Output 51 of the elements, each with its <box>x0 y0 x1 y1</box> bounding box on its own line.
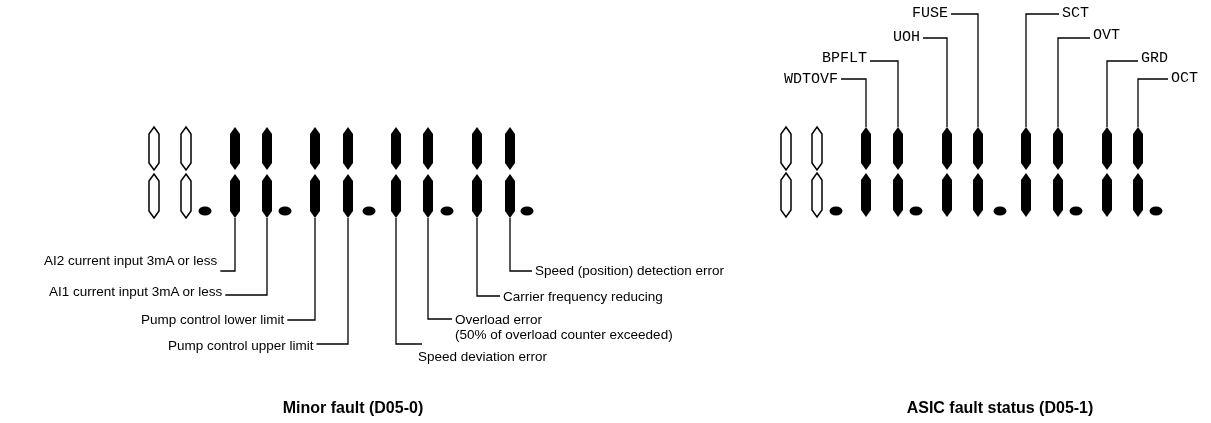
fault-label: GRD <box>1141 51 1168 67</box>
leader-line <box>427 217 453 320</box>
display-segment <box>893 127 903 170</box>
fault-label: AI1 current input 3mA or less <box>49 283 223 299</box>
display-segment <box>262 174 272 218</box>
fault-label: UOH <box>893 30 920 46</box>
leader-line <box>1057 37 1091 128</box>
display-segment <box>343 174 353 218</box>
leader-line <box>219 217 236 272</box>
leader-line <box>869 60 899 128</box>
display-segment <box>472 174 482 218</box>
display-segment <box>1133 127 1143 170</box>
fault-label: Pump control lower limit <box>141 311 285 327</box>
leader-line <box>509 217 533 272</box>
fault-label: Overload error <box>455 311 544 327</box>
fault-label: SCT <box>1062 6 1089 22</box>
display-segment <box>230 174 240 218</box>
leader-line <box>840 78 867 128</box>
leader-line <box>395 217 423 345</box>
display-segment <box>505 174 515 218</box>
fault-label: BPFLT <box>822 51 867 67</box>
fault-label: AI2 current input 3mA or less <box>44 252 218 268</box>
leader-line <box>1137 78 1169 128</box>
leader-line <box>1025 13 1060 128</box>
display-segment <box>310 174 320 218</box>
fault-label: Carrier frequency reducing <box>503 288 663 304</box>
display-caption: Minor fault (D05-0) <box>282 399 424 417</box>
fault-label: FUSE <box>912 6 948 22</box>
leader-line <box>1106 60 1139 128</box>
fault-label: Pump control upper limit <box>168 337 314 353</box>
fault-label: (50% of overload counter exceeded) <box>455 326 673 342</box>
fault-label: Speed deviation error <box>418 348 548 364</box>
leader-line <box>950 13 979 128</box>
leader-line <box>286 217 316 321</box>
display-segment <box>861 127 871 170</box>
display-segment <box>1102 127 1112 170</box>
fault-label: OCT <box>1171 71 1198 87</box>
display-segment <box>423 174 433 218</box>
display-segment <box>973 127 983 170</box>
fault-label: Speed (position) detection error <box>535 262 725 278</box>
leader-line <box>922 37 948 128</box>
display-segment <box>391 174 401 218</box>
fault-label: OVT <box>1093 28 1120 44</box>
leader-line <box>224 217 268 296</box>
leader-line <box>315 217 349 345</box>
display-segment <box>1021 127 1031 170</box>
fault-label: WDTOVF <box>784 72 838 88</box>
display-segment <box>1053 127 1063 170</box>
leader-line <box>476 217 501 297</box>
display-caption: ASIC fault status (D05-1) <box>906 399 1094 417</box>
display-segment <box>942 127 952 170</box>
